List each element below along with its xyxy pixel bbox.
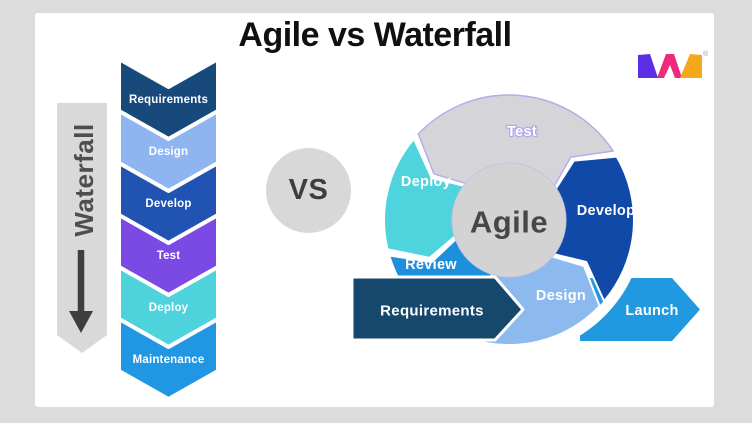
stage-label: Requirements <box>129 94 208 106</box>
segment-label-design: Design <box>536 288 586 304</box>
ribbon-shape <box>57 103 107 353</box>
stage-label: Deploy <box>149 302 189 314</box>
vs-badge: VS <box>266 148 351 233</box>
stage-label: Test <box>157 250 181 262</box>
waterfall-diagram: Requirements Design Develop Test Deploy … <box>117 57 220 401</box>
page-title: Agile vs Waterfall <box>238 16 512 54</box>
segment-label-test: Test <box>507 124 537 140</box>
agile-requirements-arrow: Requirements <box>350 275 525 342</box>
down-arrow-icon <box>69 250 93 333</box>
launch-label: Launch <box>625 303 678 319</box>
agile-center-circle <box>451 162 567 278</box>
segment-label-develop: Develop <box>577 203 636 219</box>
stage-label: Design <box>149 146 189 158</box>
logo-stroke-yellow <box>680 54 702 78</box>
agile-diagram: Launch Agile Test Develop Deploy Review … <box>350 84 700 356</box>
registered-trademark: ® <box>703 50 709 58</box>
stage-label: Develop <box>145 198 191 210</box>
requirements-label: Requirements <box>380 303 484 320</box>
waterfall-stage-maintenance: Maintenance <box>117 317 220 401</box>
segment-label-review: Review <box>405 257 457 273</box>
stage-label: Maintenance <box>133 354 205 366</box>
logo-stroke-pink <box>657 54 682 78</box>
waterfall-ribbon-label: Waterfall <box>69 123 99 236</box>
segment-label-deploy: Deploy <box>401 174 451 190</box>
agile-center-label: Agile <box>470 205 548 240</box>
white-ring-gap <box>373 84 645 356</box>
waterfall-ribbon: Waterfall <box>57 103 107 353</box>
brand-logo: ® <box>638 50 709 78</box>
logo-stroke-purple <box>638 54 658 78</box>
